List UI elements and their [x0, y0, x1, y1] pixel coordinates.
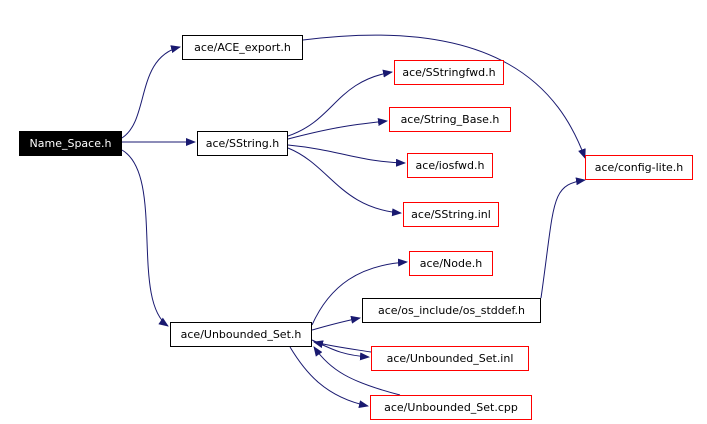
- edge-unbounded-set-to-os-stddef: [311, 315, 361, 331]
- edge-sstring-to-sstringfwd: [287, 69, 393, 137]
- edge-unbounded-set-inl-to-unbounded-set: [313, 340, 372, 353]
- node-iosfwd[interactable]: ace/iosfwd.h: [407, 153, 493, 178]
- edge-name-space-to-unbounded-set: [121, 149, 169, 327]
- edge-unbounded-set-cpp-to-unbounded-set: [313, 346, 401, 396]
- node-os-stddef[interactable]: ace/os_include/os_stddef.h: [362, 298, 541, 323]
- node-unbounded-set-inl[interactable]: ace/Unbounded_Set.inl: [371, 346, 529, 371]
- edge-unbounded-set-to-node: [311, 258, 408, 326]
- edge-ace-export-to-config-lite: [302, 34, 586, 159]
- node-sstring[interactable]: ace/SString.h: [197, 131, 288, 156]
- edge-unbounded-set-to-unbounded-set-inl: [311, 339, 370, 361]
- edge-sstring-to-iosfwd: [287, 144, 406, 167]
- node-config-lite[interactable]: ace/config-lite.h: [585, 155, 693, 180]
- node-sstring-inl[interactable]: ace/SString.inl: [403, 202, 499, 227]
- node-string-base[interactable]: ace/String_Base.h: [389, 107, 511, 132]
- edge-os-stddef-to-config-lite: [540, 177, 586, 299]
- edge-sstring-to-sstring-inl: [287, 147, 402, 217]
- node-unbounded-set-cpp[interactable]: ace/Unbounded_Set.cpp: [370, 395, 532, 420]
- edge-name-space-to-ace-export: [121, 45, 181, 139]
- node-ace-export[interactable]: ace/ACE_export.h: [182, 35, 303, 60]
- node-node[interactable]: ace/Node.h: [409, 251, 493, 276]
- node-name-space: Name_Space.h: [19, 131, 122, 156]
- edge-unbounded-set-to-unbounded-set-cpp: [289, 346, 369, 409]
- edge-sstring-to-string-base: [287, 117, 388, 140]
- node-sstringfwd[interactable]: ace/SStringfwd.h: [394, 60, 504, 85]
- node-unbounded-set[interactable]: ace/Unbounded_Set.h: [170, 322, 312, 347]
